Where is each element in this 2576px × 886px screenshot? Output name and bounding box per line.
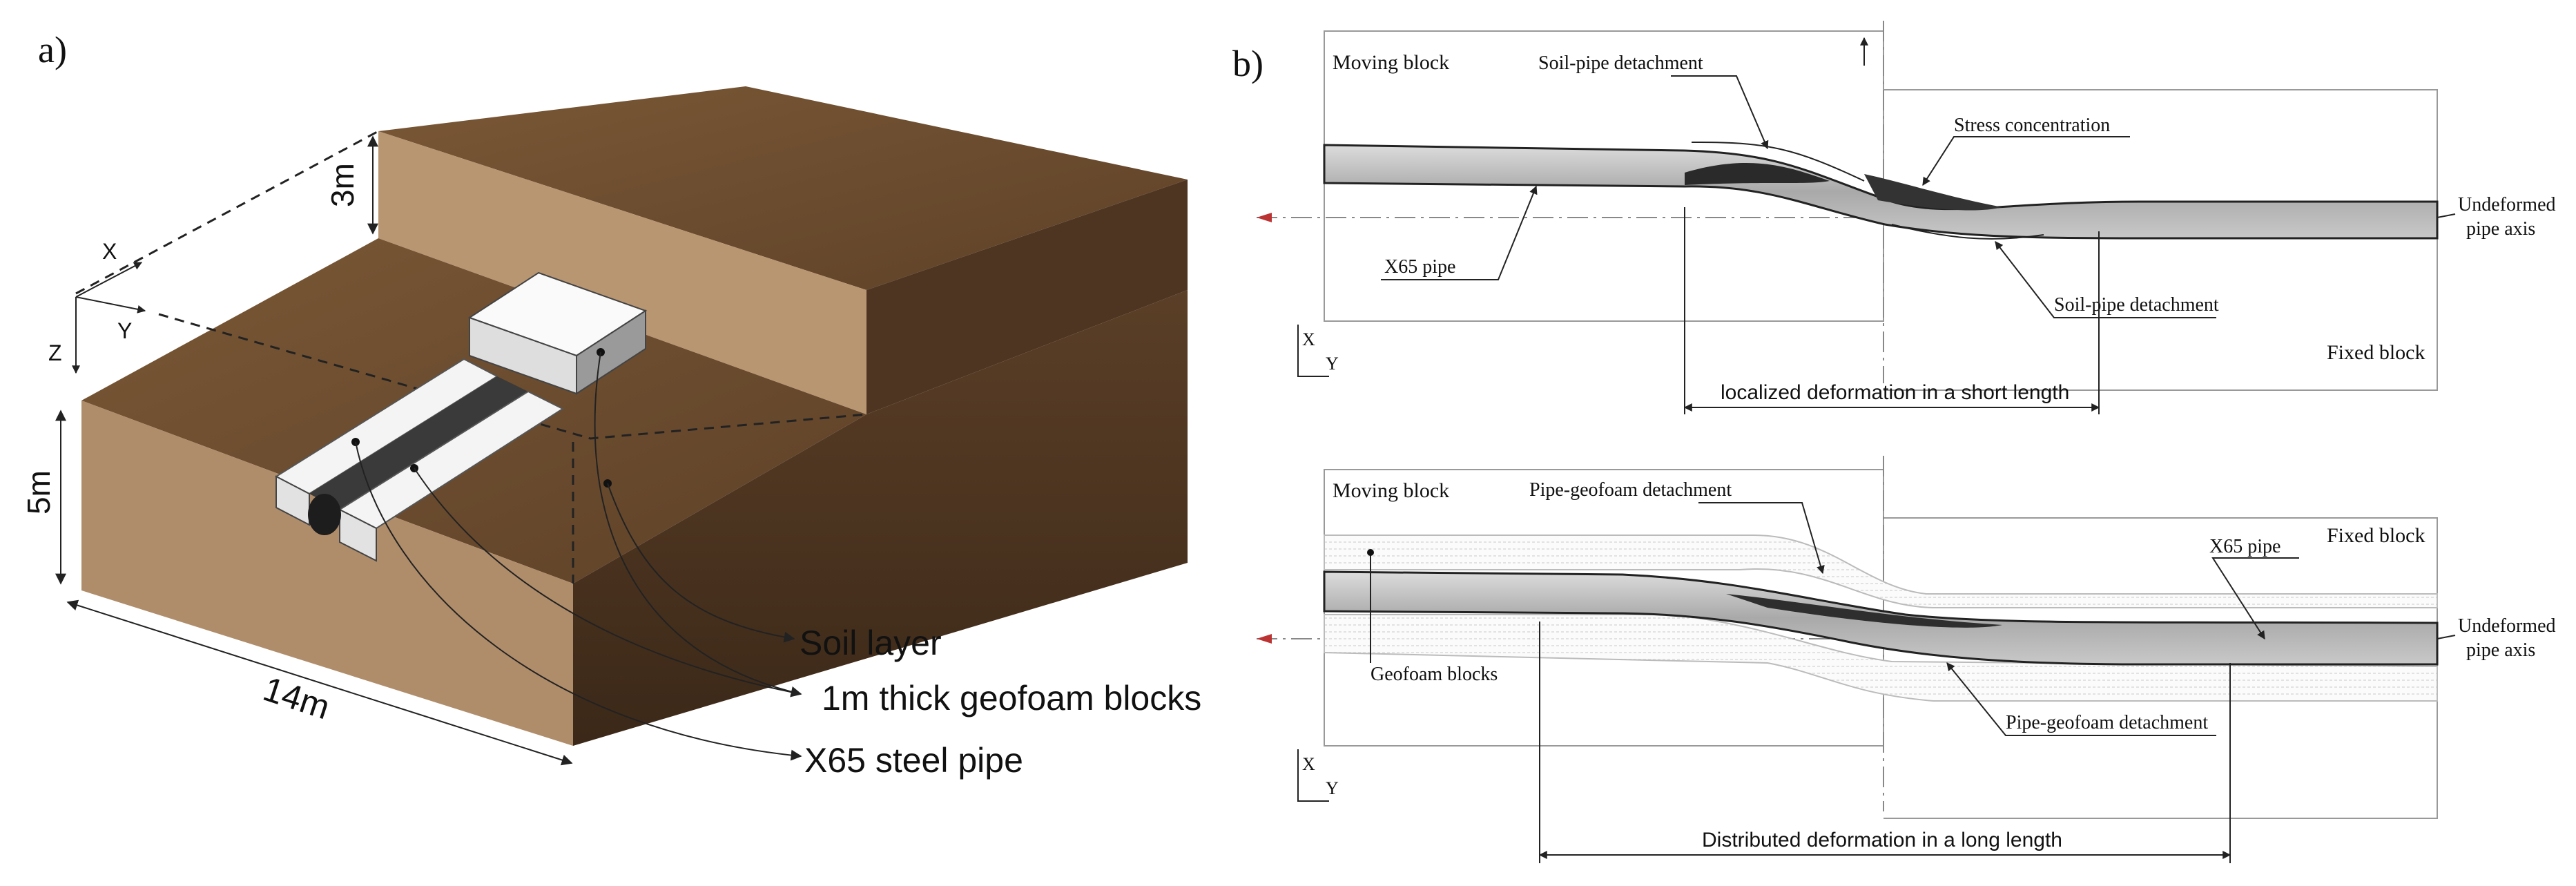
panel-b-bottom: Moving block Fixed block Pipe-geofoam de… bbox=[1257, 456, 2556, 863]
upper-soil-surface bbox=[378, 86, 1188, 290]
bottom-axis-x: X bbox=[1302, 754, 1315, 774]
panel-a: a) S bbox=[21, 29, 1201, 780]
top-detachment-lower-leader bbox=[1995, 241, 2216, 318]
bottom-geofoam-point bbox=[1367, 549, 1374, 556]
top-localized-note: localized deformation in a short length bbox=[1721, 381, 2069, 404]
bottom-fixed-block-label: Fixed block bbox=[2327, 524, 2425, 547]
top-axis-triad bbox=[1297, 325, 1329, 377]
top-detachment-upper-leader bbox=[1671, 75, 1769, 150]
legend-soil-layer: Soil layer bbox=[800, 624, 942, 662]
axis-z-label: Z bbox=[48, 340, 62, 365]
top-fixed-block-label: Fixed block bbox=[2327, 341, 2425, 364]
top-stress-leader bbox=[1922, 136, 2130, 186]
bottom-axis-y: Y bbox=[1326, 778, 1339, 798]
upper-geofoam-side bbox=[576, 309, 646, 395]
axis-x-label: X bbox=[102, 239, 117, 264]
top-axis-arrowhead bbox=[1257, 213, 1272, 222]
top-axis-y: Y bbox=[1326, 354, 1339, 374]
dim-14m-line bbox=[66, 599, 573, 766]
bottom-undeformed-label-1: Undeformed bbox=[2458, 615, 2556, 637]
top-stress-concentration-zone bbox=[1685, 162, 1830, 185]
top-x65-pipe-label: X65 pipe bbox=[1384, 256, 1455, 278]
bottom-detachment-lower-label: Pipe-geofoam detachment bbox=[2006, 712, 2208, 733]
bottom-detachment-lower-leader bbox=[1946, 662, 2216, 736]
fault-dashed-line-1 bbox=[75, 130, 379, 295]
top-undeformed-label-2: pipe axis bbox=[2466, 218, 2535, 240]
top-fixed-block-frame bbox=[1883, 89, 2438, 391]
top-undeformed-leader bbox=[2437, 213, 2456, 218]
top-x65-pipe-leader bbox=[1381, 185, 1538, 280]
top-undeformed-label-1: Undeformed bbox=[2458, 194, 2556, 215]
bottom-detachment-upper-label: Pipe-geofoam detachment bbox=[1529, 479, 1732, 501]
step-wall-end bbox=[866, 180, 1188, 414]
bottom-x65-pipe-label: X65 pipe bbox=[2209, 536, 2280, 557]
bottom-stress-band bbox=[1726, 594, 2002, 628]
top-moving-block-label: Moving block bbox=[1333, 51, 1449, 74]
bottom-geofoam-blocks-label: Geofoam blocks bbox=[1371, 664, 1498, 685]
panel-b: b) Moving block Fixed block Soil-pipe de… bbox=[1232, 21, 2556, 863]
dim-5m-label: 5m bbox=[21, 470, 57, 514]
x65-pipe-end bbox=[308, 494, 341, 535]
bottom-detachment-upper-leader bbox=[1698, 502, 1825, 575]
soil-side-face bbox=[573, 290, 1188, 746]
geofoam-front-right bbox=[339, 508, 377, 562]
legend-geofoam: 1m thick geofoam blocks bbox=[822, 679, 1201, 718]
dim-14m-label: 14m bbox=[259, 669, 335, 726]
geofoam-front-left bbox=[275, 475, 310, 526]
bottom-x65-pipe-leader bbox=[2211, 557, 2299, 640]
step-wall bbox=[378, 131, 866, 414]
axis-y-label: Y bbox=[117, 318, 132, 343]
bottom-undeformed-label-2: pipe axis bbox=[2466, 639, 2535, 661]
leader-geofoam bbox=[594, 351, 802, 697]
bottom-axis-arrowhead bbox=[1257, 634, 1272, 644]
x65-pipe-trench bbox=[309, 376, 528, 510]
legend-pipe: X65 steel pipe bbox=[804, 741, 1023, 780]
panel-b-top: Moving block Fixed block Soil-pipe detac… bbox=[1257, 21, 2556, 414]
dim-3m-label: 3m bbox=[325, 163, 360, 207]
top-detachment-upper bbox=[1691, 141, 1865, 182]
top-axis-x: X bbox=[1302, 329, 1315, 349]
bottom-undeformed-leader bbox=[2437, 635, 2456, 639]
axis-triad: X Y Z bbox=[48, 239, 146, 374]
top-detachment-lower-label: Soil-pipe detachment bbox=[2054, 294, 2219, 316]
top-x65-pipe bbox=[1323, 144, 2439, 240]
top-stress-concentration-zone-2 bbox=[1864, 174, 2002, 211]
bottom-axis-triad bbox=[1297, 749, 1329, 802]
bottom-moving-block-label: Moving block bbox=[1333, 479, 1449, 502]
top-stress-label: Stress concentration bbox=[1954, 115, 2110, 136]
fault-dashed-line-2 bbox=[158, 313, 867, 440]
panel-a-label: a) bbox=[38, 29, 67, 70]
panel-b-label: b) bbox=[1232, 43, 1263, 84]
top-detachment-lower bbox=[1891, 224, 2044, 240]
top-detachment-upper-label: Soil-pipe detachment bbox=[1538, 52, 1703, 74]
bottom-distributed-note: Distributed deformation in a long length bbox=[1702, 829, 2062, 851]
leader-soil bbox=[607, 483, 795, 643]
